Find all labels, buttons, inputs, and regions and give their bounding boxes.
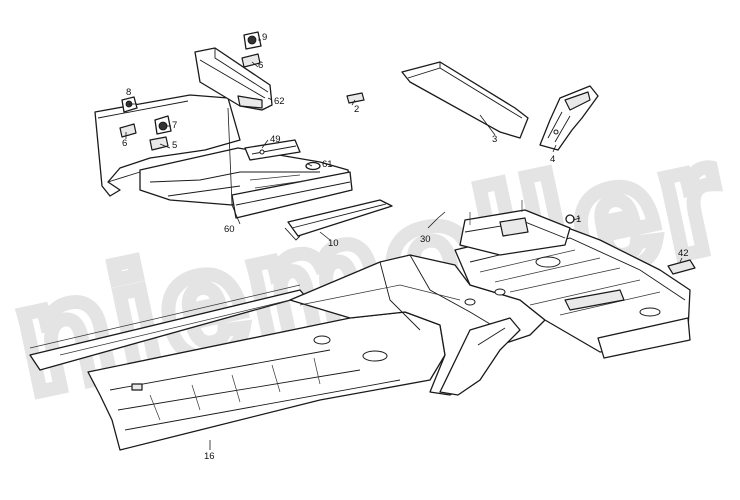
callout-1: 1 (576, 214, 581, 225)
part-mount-9 (243, 31, 262, 50)
part-plate-2 (346, 92, 365, 104)
part-bracket-4 (539, 85, 599, 151)
part-mount-7 (154, 115, 172, 135)
part-nut-1 (565, 214, 575, 224)
part-sill-strip-10 (284, 199, 393, 241)
part-clip-5 (149, 136, 169, 151)
part-crossmember-3 (401, 61, 529, 139)
part-bracket-49 (244, 139, 301, 161)
callout-30: 30 (420, 234, 431, 245)
leader-lines (125, 39, 683, 450)
callout-62: 62 (274, 96, 285, 107)
callout-9: 9 (262, 32, 267, 43)
part-bracket-42 (667, 259, 696, 275)
part-rear-seat-pan (94, 94, 353, 219)
part-clip-6b (241, 53, 261, 68)
callout-3: 3 (492, 134, 497, 145)
callout-6-lower: 6 (122, 138, 127, 149)
part-rear-bracket (194, 47, 273, 111)
callout-8: 8 (126, 87, 131, 98)
callout-60: 60 (224, 224, 235, 235)
callout-4: 4 (550, 154, 555, 165)
callout-42: 42 (678, 248, 689, 259)
callout-10: 10 (328, 238, 339, 249)
part-main-floor-pan (29, 200, 691, 451)
callout-labels: 9 6 8 7 6 5 62 49 61 60 10 2 3 4 1 30 42… (122, 32, 689, 462)
part-clip-6a (119, 123, 137, 138)
part-grommet-61 (305, 161, 321, 171)
callout-16: 16 (204, 451, 215, 462)
callout-5: 5 (172, 140, 177, 151)
callout-49: 49 (270, 134, 281, 145)
callout-2: 2 (354, 104, 359, 115)
callout-61: 61 (322, 159, 333, 170)
callout-6-upper: 6 (258, 60, 263, 71)
callout-7: 7 (172, 120, 177, 131)
